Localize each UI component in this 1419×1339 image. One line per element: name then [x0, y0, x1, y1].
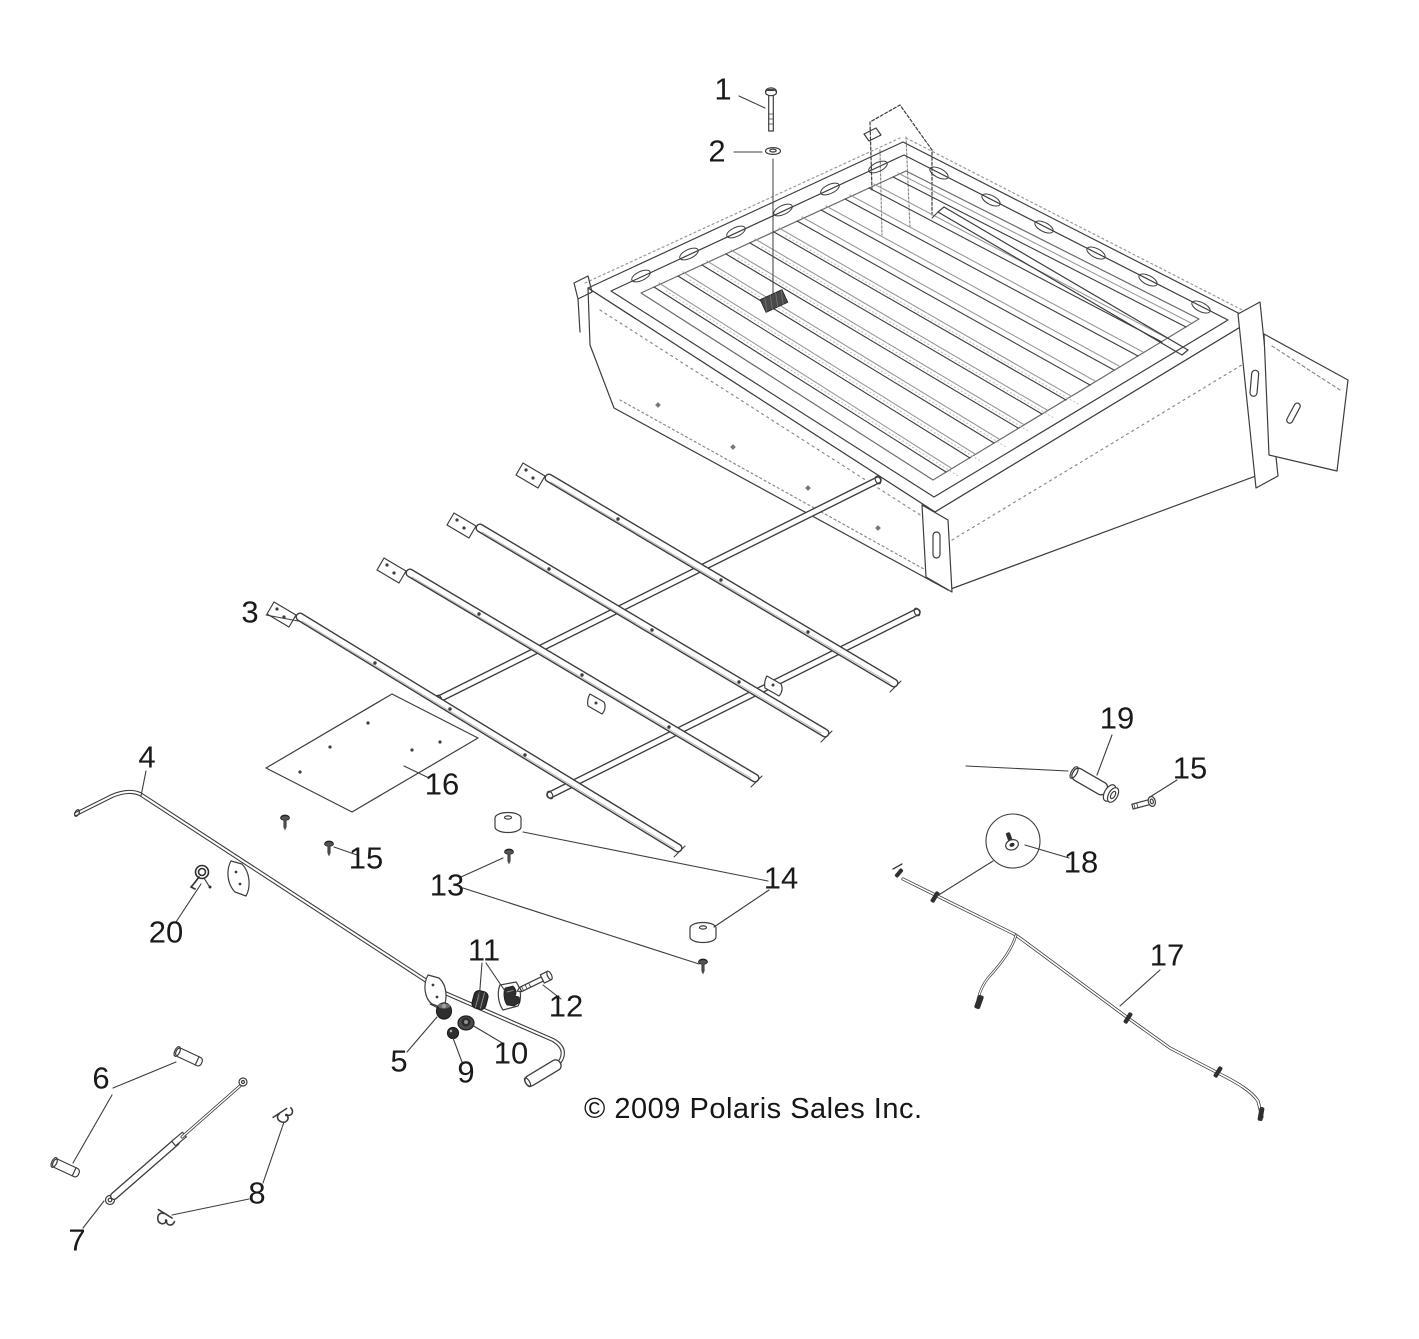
frame-cross-tube-2 — [546, 607, 921, 800]
leader-line-14 — [522, 831, 769, 882]
leader-line-13 — [460, 857, 504, 878]
pointer-line — [965, 765, 1069, 772]
leader-line-3 — [265, 614, 299, 622]
skid-plate-16 — [265, 693, 479, 813]
release-cable-17 — [892, 863, 1265, 1122]
cable-end-fitting — [1257, 1106, 1265, 1122]
leader-line-17 — [1119, 969, 1161, 1007]
bolt-12 — [516, 970, 553, 993]
leader-line-19 — [1096, 734, 1113, 776]
leader-line-6 — [72, 1094, 113, 1164]
cable-clip — [1123, 1012, 1133, 1024]
bed-corner-post-top — [863, 104, 933, 236]
pivot-rod-4 — [73, 789, 565, 1088]
cable-clip-18 — [1005, 832, 1019, 851]
leader-line-5 — [406, 1016, 438, 1053]
bumper-14a — [494, 811, 522, 834]
flange-nut-2 — [764, 147, 782, 156]
frame-cross-tube-1 — [435, 475, 882, 704]
screw-extra — [279, 814, 291, 832]
leader-line-15-right — [1149, 779, 1178, 798]
detail-circle-18 — [936, 813, 1041, 897]
bed-floor-ribs — [653, 172, 1192, 477]
clevis-pin-6a — [172, 1045, 205, 1069]
rod-handle-grip — [523, 1059, 562, 1088]
leader-line-13 — [462, 887, 700, 965]
screw-13b — [697, 958, 709, 976]
leader-line-8 — [171, 1198, 250, 1216]
bed-mount-rail-3 — [266, 601, 686, 858]
frame-rail-2 — [446, 512, 833, 743]
leader-line-12 — [542, 984, 562, 1000]
bed-right-wall — [934, 319, 1273, 591]
pivot-pin-19 — [1069, 766, 1120, 803]
frame-rail-1 — [515, 462, 902, 693]
leader-lines — [72, 95, 1178, 1229]
tailgate-panel — [1263, 333, 1349, 472]
leader-line-18 — [1024, 844, 1070, 859]
bed-corner-post-front — [921, 504, 953, 593]
gas-strut-7 — [104, 1077, 248, 1206]
bumper-14b — [689, 921, 717, 944]
cable-clip — [930, 891, 940, 903]
leader-line-4 — [140, 770, 147, 797]
cargo-box-bed — [573, 104, 1349, 593]
leader-line-7 — [82, 1200, 105, 1229]
leader-line-1 — [738, 95, 766, 109]
leader-line-16 — [403, 765, 430, 779]
copyright-text: © 2009 Polaris Sales Inc. — [584, 1093, 923, 1125]
cotter-clip-8b — [155, 1208, 177, 1227]
leader-line-9 — [452, 1037, 463, 1063]
bolt-15-right — [1131, 795, 1157, 810]
bolt-1 — [764, 87, 778, 132]
bed-frame — [376, 462, 921, 800]
leader-line-6 — [112, 1061, 177, 1089]
leader-line-15-left — [333, 846, 358, 856]
latch-bushing-11 — [471, 990, 489, 1010]
rod-pivot-bracket — [227, 860, 250, 897]
leader-line-11 — [485, 962, 506, 992]
hardware-parts — [49, 87, 1157, 1227]
leader-line-11 — [478, 962, 483, 1002]
mount-pad — [759, 289, 789, 313]
frame-rail-3 — [376, 557, 763, 788]
flange-nut-10 — [457, 1015, 475, 1031]
leader-line-8 — [262, 1121, 285, 1184]
screw-13a — [503, 848, 515, 866]
bed-corner-post-left — [573, 275, 593, 333]
leader-line-10 — [471, 1024, 505, 1045]
bed-cross-brace — [931, 206, 1189, 356]
bushing-5 — [429, 1002, 453, 1020]
leader-line-20 — [175, 883, 202, 923]
bed-floor-edge — [640, 170, 1200, 481]
leader-line-14 — [713, 889, 770, 928]
bed-rim-holes — [631, 160, 1211, 314]
ball-9 — [446, 1026, 460, 1040]
spring-clip-20 — [190, 864, 212, 890]
screw-15-left — [323, 840, 335, 858]
cable-clip — [1213, 1066, 1223, 1078]
cable-end-fitting — [974, 994, 984, 1010]
clevis-pin-6b — [49, 1156, 82, 1180]
bed-rim-inner — [610, 154, 1229, 498]
